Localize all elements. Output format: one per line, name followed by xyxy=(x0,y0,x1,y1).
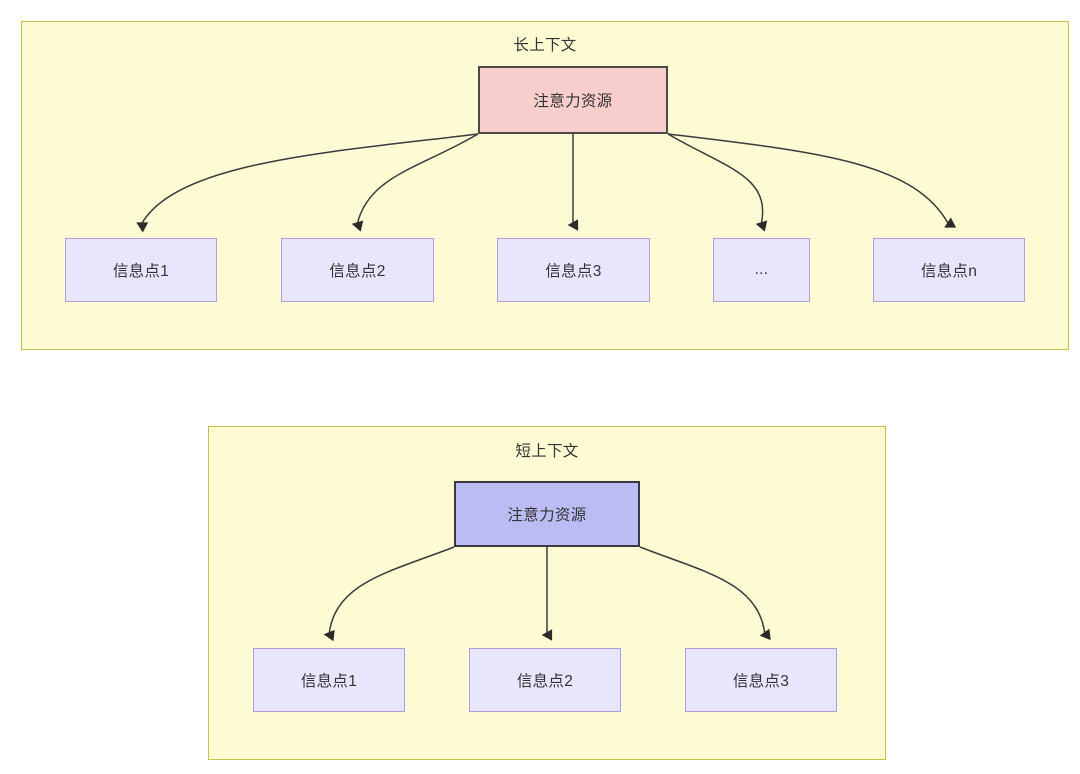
short-context-info-point-2[interactable]: 信息点2 xyxy=(469,648,621,712)
node-label: 信息点3 xyxy=(545,263,602,280)
long-context-attention-resource-node[interactable]: 注意力资源 xyxy=(478,66,668,134)
node-label: 注意力资源 xyxy=(507,507,587,524)
node-label: 信息点1 xyxy=(112,263,170,280)
node-label: ... xyxy=(754,261,769,278)
node-label: 注意力资源 xyxy=(533,93,613,110)
long-context-info-point-2[interactable]: 信息点2 xyxy=(281,238,434,302)
node-label: 信息点2 xyxy=(516,673,574,690)
long-context-title: 长上下文 xyxy=(513,37,577,54)
long-context-info-point-ellipsis[interactable]: ... xyxy=(713,238,810,302)
long-context-info-point-1[interactable]: 信息点1 xyxy=(65,238,217,302)
short-context-info-point-1[interactable]: 信息点1 xyxy=(253,648,405,712)
short-context-attention-resource-node[interactable]: 注意力资源 xyxy=(454,481,640,547)
short-context-title: 短上下文 xyxy=(515,443,579,460)
node-label: 信息点3 xyxy=(732,673,790,690)
long-context-info-point-n[interactable]: 信息点n xyxy=(873,238,1025,302)
node-label: 信息点1 xyxy=(300,673,358,690)
node-label: 信息点n xyxy=(920,263,978,280)
long-context-info-point-3[interactable]: 信息点3 xyxy=(497,238,650,302)
node-label: 信息点2 xyxy=(329,263,386,280)
short-context-info-point-3[interactable]: 信息点3 xyxy=(685,648,837,712)
